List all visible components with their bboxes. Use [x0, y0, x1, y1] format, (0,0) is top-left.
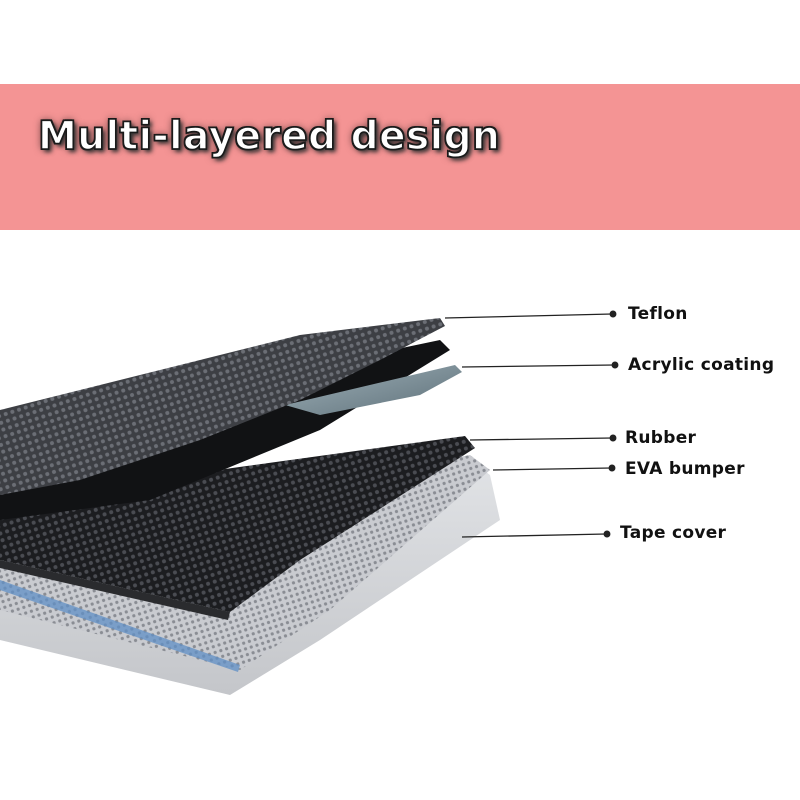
- leader-line-acrylic: [461, 364, 615, 368]
- label-teflon: Teflon: [628, 304, 688, 324]
- label-eva-bumper: EVA bumper: [625, 459, 745, 479]
- teflon-layer: [0, 318, 445, 495]
- leader-line-rubber: [469, 437, 613, 441]
- leader-line-eva: [492, 467, 612, 471]
- blue-edge-strip: [0, 580, 240, 672]
- leader-dot-eva: [608, 464, 616, 472]
- leader-dot-acrylic: [611, 361, 619, 369]
- rubber-edge: [0, 560, 230, 620]
- acrylic-coating-layer: [285, 365, 462, 415]
- rubber-layer: [0, 436, 475, 612]
- banner-title: Multi-layered design: [37, 113, 501, 160]
- label-tape-cover: Tape cover: [620, 523, 727, 543]
- title-banner: Multi-layered design: [0, 84, 800, 230]
- leader-line-tape: [461, 533, 607, 538]
- label-rubber: Rubber: [625, 428, 697, 448]
- leader-line-teflon: [444, 313, 613, 319]
- leader-dot-tape: [603, 530, 611, 538]
- label-acrylic-coating: Acrylic coating: [628, 355, 775, 375]
- leader-dot-teflon: [609, 310, 617, 318]
- leader-dot-rubber: [609, 434, 617, 442]
